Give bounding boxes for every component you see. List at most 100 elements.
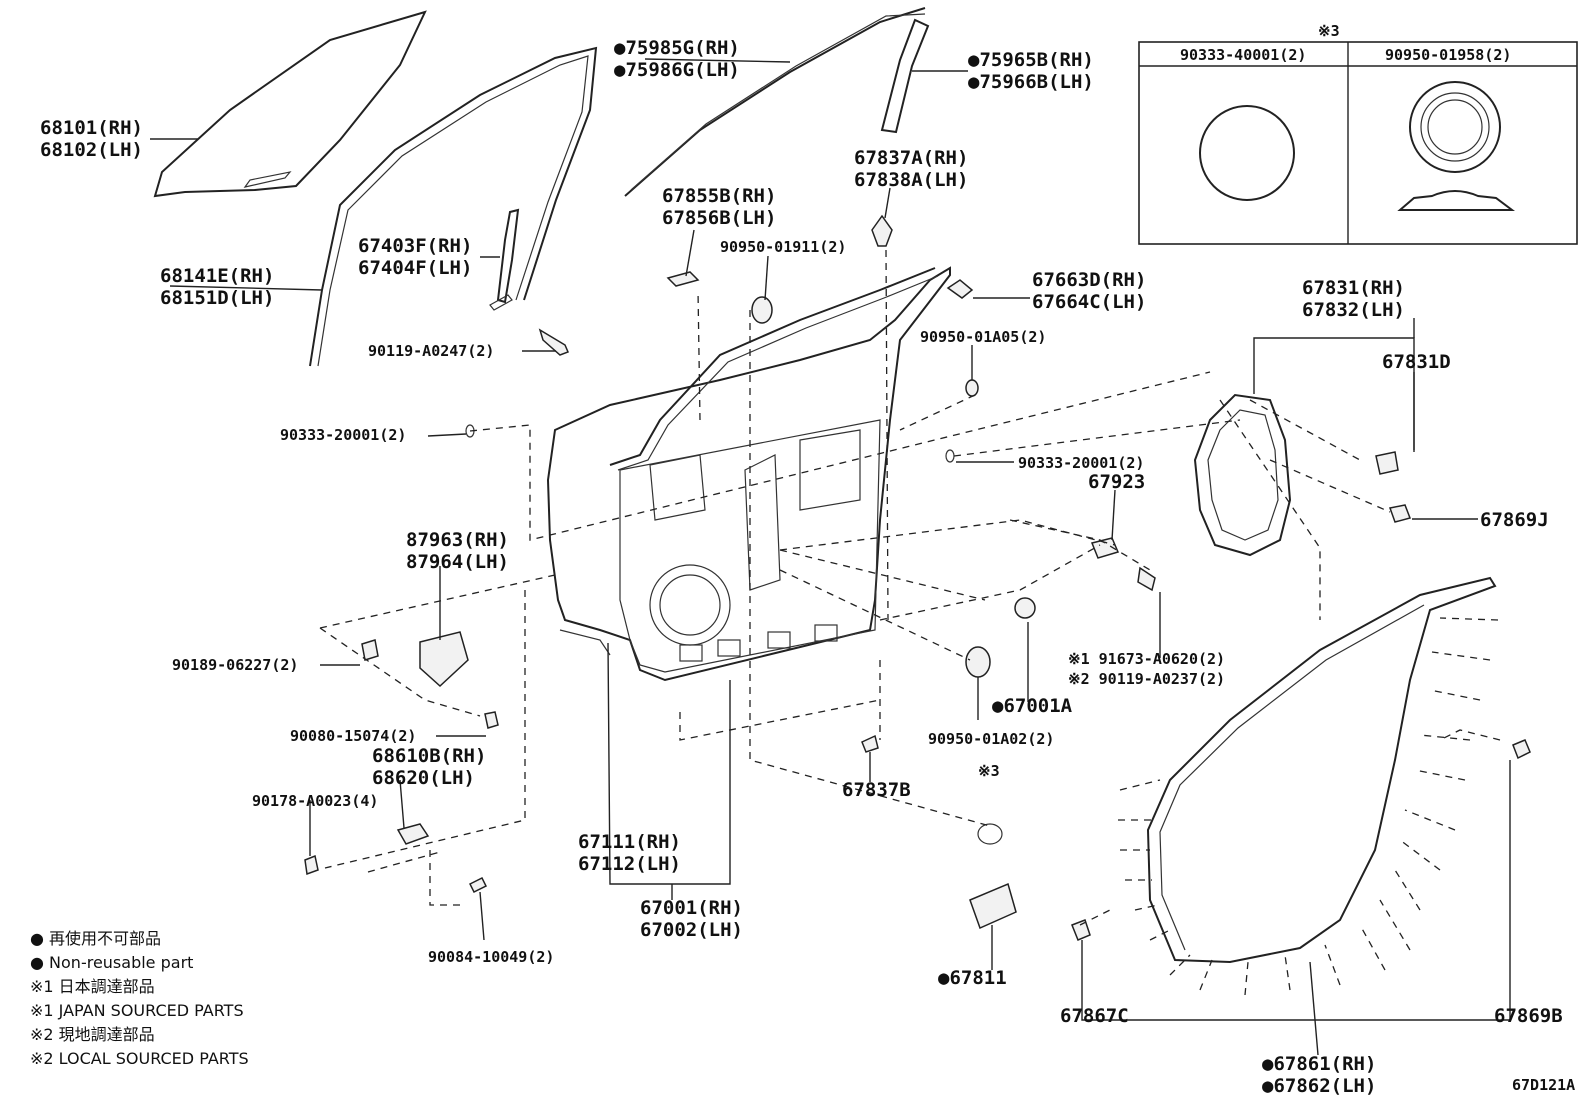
label-bolt-10049: 90084-10049(2) xyxy=(428,948,554,966)
bracket-87963-icon xyxy=(419,631,469,688)
small-parts xyxy=(304,214,1531,941)
label-belt-mld-rh: ●75965B(RH) xyxy=(968,49,1094,71)
label-clip-67867c: 67867C xyxy=(1060,1005,1129,1027)
label-cover-67832-lh: 67832(LH) xyxy=(1302,299,1405,321)
clip-67869j-icon xyxy=(1389,504,1411,523)
label-weatherstrip-lh: ●67862(LH) xyxy=(1262,1075,1376,1097)
label-run-lh: 68151D(LH) xyxy=(160,287,274,309)
label-hole-plug-right: 90333-20001(2) xyxy=(1018,454,1144,472)
label-clip-67869j: 67869J xyxy=(1480,509,1549,531)
label-frame-mld-lh: ●75986G(LH) xyxy=(614,59,740,81)
label-clip-67838-lh: 67838A(LH) xyxy=(854,169,968,191)
label-grommet-67001a: ●67001A xyxy=(992,695,1073,717)
label-check-lh: 68620(LH) xyxy=(372,767,475,789)
nut-15074-icon xyxy=(484,711,499,729)
door-weatherstrip xyxy=(1118,576,1499,996)
clip-67837b-icon xyxy=(861,734,879,753)
part-labels: 68101(RH) 68102(LH) 68141E(RH) 68151D(LH… xyxy=(40,37,1575,1097)
label-clip-67856-lh: 67856B(LH) xyxy=(662,207,776,229)
legend-line-6: ※2 LOCAL SOURCED PARTS xyxy=(30,1049,249,1068)
label-seal-67664-lh: 67664C(LH) xyxy=(1032,291,1146,313)
label-cover-67811: ●67811 xyxy=(938,967,1007,989)
label-cover-67831d: 67831D xyxy=(1382,351,1451,373)
legend-line-5: ※2 現地調達部品 xyxy=(30,1025,155,1044)
label-bolt-note2: ※2 90119-A0237(2) xyxy=(1068,670,1225,688)
clip-67867c-icon xyxy=(1071,919,1091,941)
inset-note-mark: ※3 xyxy=(1318,22,1340,40)
grommet-67001a-icon xyxy=(1014,597,1036,619)
service-hole-cover xyxy=(1193,393,1292,557)
hole-plug-disc xyxy=(1199,105,1295,201)
label-cover-67831-rh: 67831(RH) xyxy=(1302,277,1405,299)
inset-box: ※3 90333-40001(2) 90950-01958(2) xyxy=(1138,22,1578,245)
label-bracket-lh: 87964(LH) xyxy=(406,551,509,573)
label-seal-67663-rh: 67663D(RH) xyxy=(1032,269,1146,291)
cover-67811-icon xyxy=(969,882,1017,930)
label-weatherstrip-rh: ●67861(RH) xyxy=(1262,1053,1376,1075)
label-glass-rh: 68101(RH) xyxy=(40,117,143,139)
hole-plug-right-icon xyxy=(945,449,955,463)
clip-67855-icon xyxy=(666,271,700,287)
leader-lines xyxy=(150,58,1511,1056)
dashed-guides xyxy=(319,249,1501,926)
bolt-10049-icon xyxy=(468,876,488,894)
part-67923-icon xyxy=(1090,537,1120,559)
label-hole-plug-left: 90333-20001(2) xyxy=(280,426,406,444)
door-check-icon xyxy=(396,823,430,845)
belt-moulding xyxy=(880,18,930,134)
label-clip-67837b: 67837B xyxy=(842,779,911,801)
label-nut-15074: 90080-15074(2) xyxy=(290,727,416,745)
label-panel-lh: 67112(LH) xyxy=(578,853,681,875)
label-clip-67869b: 67869B xyxy=(1494,1005,1563,1027)
label-note3-small: ※3 xyxy=(978,762,1000,780)
bolt-91673-icon xyxy=(1137,566,1156,592)
label-bracket-rh: 87963(RH) xyxy=(406,529,509,551)
label-channel-rh: 67403F(RH) xyxy=(358,235,472,257)
plug-01a02-icon xyxy=(965,646,991,678)
door-glass xyxy=(153,10,427,198)
clip-67837a-icon xyxy=(871,214,893,247)
hole-plug-note3-icon xyxy=(977,823,1003,845)
label-check-rh: 68610B(RH) xyxy=(372,745,486,767)
seal-67663-icon xyxy=(946,279,974,299)
legend-line-3: ※1 日本調達部品 xyxy=(30,977,155,996)
legend-line-1: ● 再使用不可部品 xyxy=(30,929,161,948)
label-belt-mld-lh: ●75966B(LH) xyxy=(968,71,1094,93)
division-channel xyxy=(489,208,520,311)
legend-line-4: ※1 JAPAN SOURCED PARTS xyxy=(30,1001,244,1020)
legend: ● 再使用不可部品 ● Non-reusable part ※1 日本調達部品 … xyxy=(30,929,249,1068)
label-clip-67837-rh: 67837A(RH) xyxy=(854,147,968,169)
label-frame-mld-rh: ●75985G(RH) xyxy=(614,37,740,59)
plug-01a05-icon xyxy=(965,379,979,397)
label-door-lh: 67002(LH) xyxy=(640,919,743,941)
door-panel xyxy=(546,266,951,682)
label-clip-06227: 90189-06227(2) xyxy=(172,656,298,674)
plug-01911-icon xyxy=(751,296,773,324)
label-door-rh: 67001(RH) xyxy=(640,897,743,919)
bolt-a0247-icon xyxy=(538,328,569,356)
label-plug-01911: 90950-01911(2) xyxy=(720,238,846,256)
clip-06227-icon xyxy=(361,639,379,661)
label-panel-rh: 67111(RH) xyxy=(578,831,681,853)
label-plug-01a05: 90950-01A05(2) xyxy=(920,328,1046,346)
clip-67831d-icon xyxy=(1375,451,1399,475)
label-bolt-a0247: 90119-A0247(2) xyxy=(368,342,494,360)
label-clip-67855-rh: 67855B(RH) xyxy=(662,185,776,207)
clip-67869b-icon xyxy=(1512,739,1531,760)
label-channel-lh: 67404F(LH) xyxy=(358,257,472,279)
label-glass-lh: 68102(LH) xyxy=(40,139,143,161)
label-plug-01a02: 90950-01A02(2) xyxy=(928,730,1054,748)
inset-right-part-number: 90950-01958(2) xyxy=(1385,46,1511,64)
glass-run xyxy=(309,46,598,367)
label-part-67923: 67923 xyxy=(1088,471,1145,493)
grommet-plug xyxy=(1397,81,1515,211)
label-run-rh: 68141E(RH) xyxy=(160,265,274,287)
diagram-id: 67D121A xyxy=(1512,1076,1575,1094)
bolt-a0023-icon xyxy=(304,854,319,876)
label-bolt-a0023: 90178-A0023(4) xyxy=(252,792,378,810)
frame-moulding xyxy=(624,7,926,197)
inset-left-part-number: 90333-40001(2) xyxy=(1180,46,1306,64)
label-bolt-note1: ※1 91673-A0620(2) xyxy=(1068,650,1225,668)
legend-line-2: ● Non-reusable part xyxy=(30,953,193,972)
